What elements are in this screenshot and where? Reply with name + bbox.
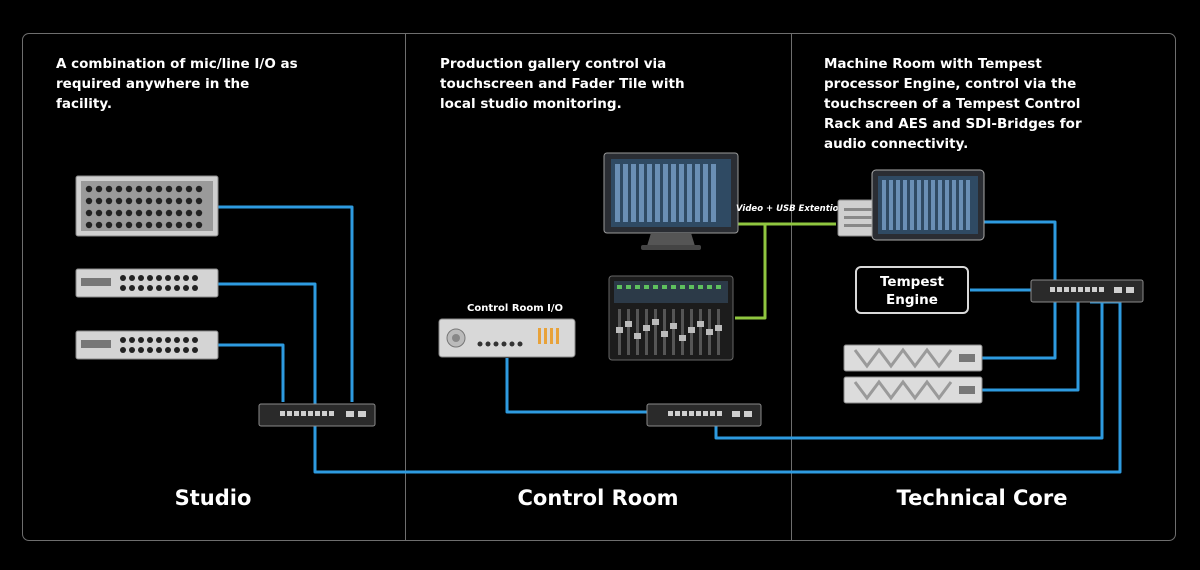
sdi-bridge-2-icon: [843, 376, 983, 404]
control-room-io-icon: [438, 318, 576, 358]
touchscreen-monitor-icon: [603, 152, 739, 250]
tempest-engine-label-line2: Engine: [886, 292, 938, 308]
core-network-switch-icon: [1030, 279, 1144, 303]
link-control-rack: [982, 220, 1057, 283]
stagebox-large-icon: [75, 175, 219, 237]
studio-description: A combination of mic/line I/O as require…: [56, 56, 298, 112]
section-title-studio: Studio: [174, 486, 252, 510]
control-room-description: Production gallery control via touchscre…: [440, 56, 685, 112]
section-title-technical-core: Technical Core: [896, 486, 1068, 510]
tempest-engine-label-line1: Tempest: [880, 274, 944, 290]
fader-tile-icon: [608, 275, 734, 361]
link-control-room-switch: [714, 302, 1104, 440]
technical-core-description: Machine Room with Tempest processor Engi…: [824, 56, 1082, 152]
tempest-engine-box: Tempest Engine: [855, 266, 969, 314]
control-room-network-switch-icon: [646, 403, 762, 427]
video-usb-label: Video + USB Extention: [736, 204, 845, 214]
video-usb-links: [735, 222, 836, 320]
section-title-control-room: Control Room: [517, 486, 679, 510]
network-links: [218, 205, 1122, 474]
tempest-control-rack-icon: [837, 169, 985, 241]
link-fader-tile: [735, 224, 767, 320]
link-stagebox-1: [218, 205, 354, 402]
diagram-frame: [22, 33, 1176, 541]
control-room-io-label: Control Room I/O: [467, 303, 564, 314]
studio-network-switch-icon: [258, 403, 376, 427]
sdi-bridge-1-icon: [843, 344, 983, 372]
section-divider-2: [791, 33, 792, 541]
link-stagebox-3: [218, 343, 285, 402]
section-divider-1: [405, 33, 406, 541]
stagebox-small-icon: [75, 330, 219, 360]
link-bridge-2: [982, 302, 1080, 392]
link-control-room-io: [505, 358, 648, 414]
link-bridge-1: [982, 302, 1057, 360]
stagebox-medium-icon: [75, 268, 219, 298]
